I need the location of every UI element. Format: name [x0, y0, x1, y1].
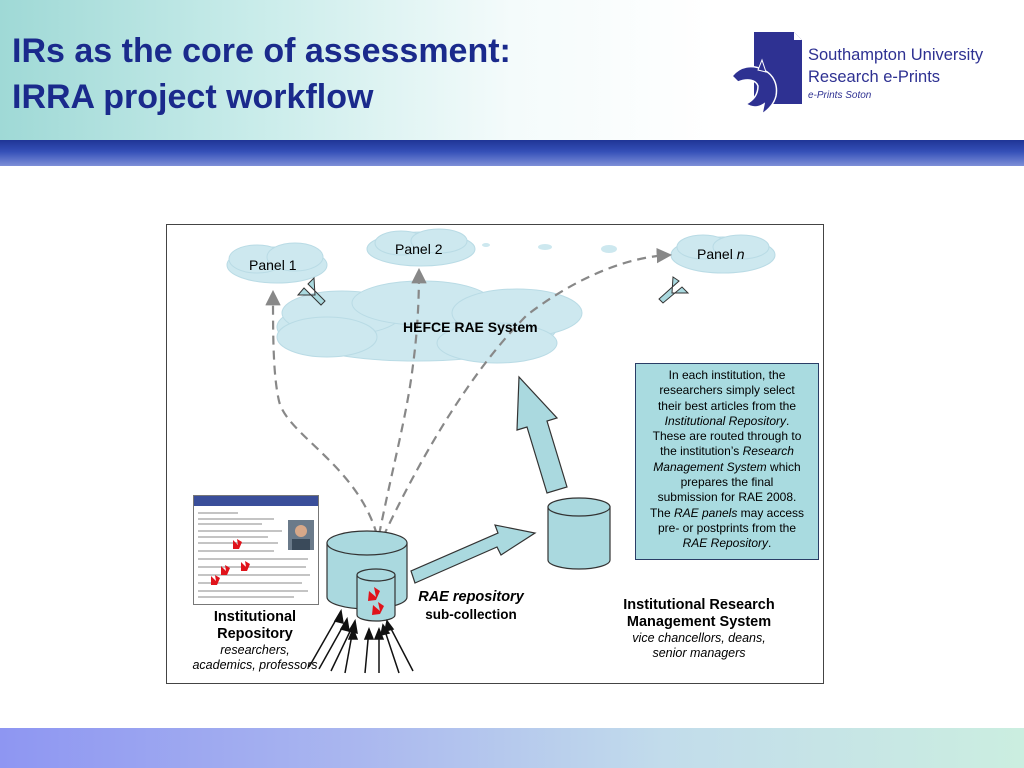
- dolphin-document-icon: [730, 32, 802, 116]
- slide-title: IRs as the core of assessment: IRRA proj…: [12, 28, 511, 120]
- irms-title-line1: Institutional Research: [623, 597, 775, 613]
- irms-caption: Institutional Research Management System…: [607, 597, 791, 661]
- logo-line1: Southampton University: [808, 46, 984, 64]
- university-logo: Southampton University Research e-Prints…: [728, 30, 1018, 120]
- note-line: submission for RAE 2008.: [657, 490, 797, 505]
- irms-title-line2: Management System: [626, 614, 772, 630]
- ir-title-line1: Institutional: [213, 609, 297, 625]
- hefce-label: HEFCE RAE System: [403, 319, 538, 335]
- rae-repository-caption: RAE repository sub-collection: [411, 589, 531, 623]
- article-mark: [221, 565, 230, 575]
- slide-title-line1: IRs as the core of assessment:: [12, 32, 511, 70]
- article-mark: [211, 575, 220, 585]
- ir-sub-line1: researchers,: [220, 643, 290, 657]
- dashed-routes: [265, 247, 673, 538]
- upward-arrow: [516, 375, 568, 494]
- note-line: the institution’s Research: [660, 444, 794, 459]
- rae-repo-line2: sub-collection: [425, 607, 517, 622]
- article-mark: [233, 539, 242, 549]
- hefce-to-panel-arrows: [296, 276, 690, 306]
- note-line: The RAE panels may access: [649, 505, 805, 520]
- note-line: Institutional Repository.: [664, 413, 790, 428]
- paneln-label: Panel n: [697, 246, 745, 262]
- panel2-label: Panel 2: [395, 241, 443, 257]
- note-line: These are routed through to: [652, 429, 802, 444]
- note-line: RAE Repository.: [682, 536, 772, 551]
- ir-caption: Institutional Repository researchers, ac…: [185, 609, 325, 673]
- note-line: researchers simply select: [659, 383, 795, 398]
- ir-sub-line2: academics, professors: [192, 658, 318, 672]
- logo-line3: e-Prints Soton: [808, 90, 872, 101]
- rightward-arrow: [410, 524, 537, 584]
- portrait-photo: [288, 520, 314, 550]
- workflow-diagram: Panel 1 Panel 2 Panel n HEFCE RAE System…: [166, 224, 824, 684]
- panel1-label: Panel 1: [249, 257, 297, 273]
- note-line: Management System which: [653, 459, 801, 474]
- paneln-cloud: [670, 234, 776, 274]
- irms-cylinder: [547, 497, 611, 570]
- header-band: [0, 140, 1024, 166]
- article-marks: [368, 587, 384, 615]
- footer-band: [0, 728, 1024, 768]
- diagram-graphics: [226, 228, 776, 674]
- irms-sub-line2: senior managers: [652, 646, 746, 660]
- header-gradient: [0, 0, 1024, 140]
- logo-line2: Research e-Prints: [808, 68, 941, 86]
- note-line: prepares the final: [680, 475, 774, 490]
- ir-title-line2: Repository: [217, 626, 293, 642]
- article-mark: [241, 561, 250, 571]
- note-line: In each institution, the: [668, 368, 786, 382]
- cloud-dots: [482, 243, 617, 253]
- irms-sub-line1: vice chancellors, deans,: [632, 631, 766, 645]
- note-line: their best articles from the: [657, 398, 797, 413]
- panel1-cloud: [226, 242, 328, 284]
- submission-arrows: [308, 608, 414, 674]
- hefce-cloud: [276, 280, 583, 364]
- slide-title-line2: IRRA project workflow: [12, 78, 374, 116]
- rae-repo-line1: RAE repository: [418, 589, 524, 605]
- panel2-cloud: [366, 228, 476, 267]
- note-line: pre- or postprints from the: [657, 520, 797, 535]
- screenshot-header-bar: [194, 496, 318, 506]
- repository-screenshot: [193, 495, 319, 605]
